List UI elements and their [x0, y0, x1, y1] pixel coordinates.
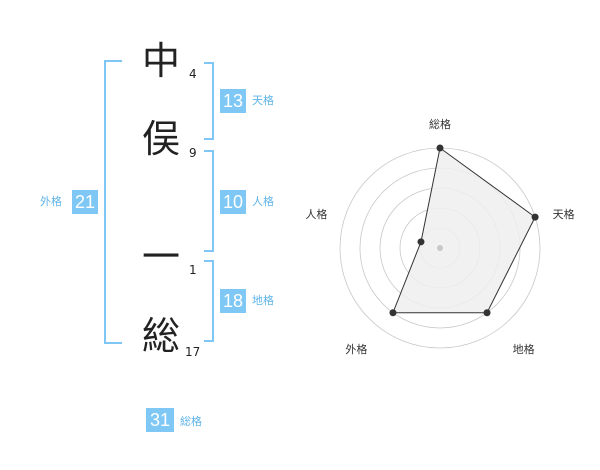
radar-point-3 [483, 309, 491, 317]
radar-point-2 [531, 213, 539, 221]
jinkaku-value: 10 [220, 190, 246, 214]
radar-axis-label-5: 人格 [305, 207, 327, 221]
jinkaku-label: 人格 [252, 195, 274, 208]
name-char-1: 中 [142, 39, 181, 83]
soukaku-label: 総格 [180, 415, 202, 428]
radar-axis-label-3: 地格 [513, 342, 535, 356]
stroke-count-3: 1 [189, 263, 197, 277]
radar-point-4 [389, 309, 397, 317]
chikaku-label: 地格 [252, 294, 274, 307]
stroke-count-1: 4 [189, 67, 197, 81]
radar-point-1 [436, 144, 444, 152]
radar-series-area [392, 147, 536, 314]
tenkaku-label: 天格 [252, 94, 274, 107]
radar-axis-label-1: 総格 [429, 117, 451, 131]
jinkaku-bracket [204, 150, 214, 252]
stroke-count-2: 9 [189, 146, 197, 160]
gaikaku-value: 21 [72, 190, 98, 214]
chikaku-value: 18 [220, 289, 246, 313]
radar-center-dot [437, 245, 443, 251]
name-char-3: 一 [142, 235, 181, 279]
radar-point-5 [417, 238, 425, 246]
radar-axis-label-2: 天格 [553, 207, 575, 221]
soukaku-value: 31 [146, 408, 174, 432]
name-char-2: 俣 [142, 117, 181, 161]
tenkaku-value: 13 [220, 89, 246, 113]
chikaku-bracket [204, 260, 214, 342]
radar-axis-label-4: 外格 [345, 342, 367, 356]
gaikaku-label: 外格 [40, 195, 62, 208]
gaikaku-bracket [104, 60, 122, 344]
stroke-count-4: 17 [185, 345, 201, 359]
tenkaku-bracket [204, 62, 214, 140]
name-char-4: 総 [142, 314, 181, 358]
